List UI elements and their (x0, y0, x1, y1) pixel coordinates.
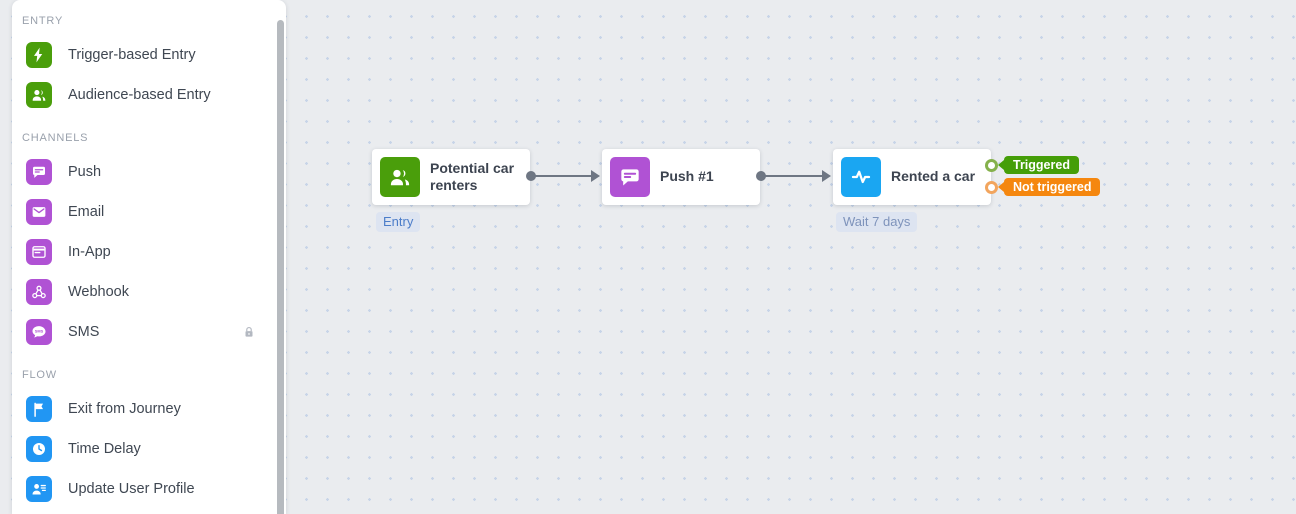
edge-output-dot[interactable] (526, 171, 536, 181)
node-title: Push #1 (660, 168, 714, 185)
bolt-icon (26, 42, 52, 68)
inapp-icon (26, 239, 52, 265)
sidebar-item-label: Email (68, 204, 105, 220)
push-chat-icon (610, 157, 650, 197)
lock-icon (242, 325, 256, 339)
node-title: Potential car renters (430, 159, 515, 194)
sidebar-item-update-user-profile[interactable]: Update User Profile (12, 469, 286, 509)
webhook-icon (26, 279, 52, 305)
sidebar-item-push[interactable]: Push (12, 152, 286, 192)
component-palette-sidebar: ENTRY Trigger-based Entry Audience-based… (12, 0, 286, 514)
sidebar-item-label: Audience-based Entry (68, 87, 211, 103)
sidebar-item-label: Push (68, 164, 102, 180)
sidebar-item-in-app[interactable]: In-App (12, 232, 286, 272)
edge-output-dot[interactable] (756, 171, 766, 181)
user-edit-icon (26, 476, 52, 502)
node-push-1[interactable]: Push #1 (602, 149, 760, 205)
port-triggered[interactable] (985, 159, 998, 172)
sms-icon: SMS (26, 319, 52, 345)
svg-text:SMS: SMS (35, 329, 44, 334)
entry-tag: Entry (376, 212, 421, 232)
node-rented-a-car[interactable]: Rented a car (833, 149, 991, 205)
node-title: Rented a car (891, 168, 976, 185)
section-header-channels: CHANNELS (22, 132, 89, 144)
clock-icon (26, 436, 52, 462)
sidebar-item-trigger-based-entry[interactable]: Trigger-based Entry (12, 35, 286, 75)
sidebar-item-email[interactable]: Email (12, 192, 286, 232)
sidebar-item-label: SMS (68, 324, 100, 340)
activity-icon (841, 157, 881, 197)
sidebar-item-label: Update User Profile (68, 481, 195, 497)
section-header-entry: ENTRY (22, 15, 64, 27)
edge-arrowhead-icon (822, 170, 831, 182)
edge-arrowhead-icon (591, 170, 600, 182)
audience-icon (26, 82, 52, 108)
sidebar-item-label: In-App (68, 244, 111, 260)
audience-icon (380, 157, 420, 197)
node-potential-car-renters[interactable]: Potential car renters (372, 149, 530, 205)
section-entry: ENTRY Trigger-based Entry Audience-based… (12, 0, 286, 115)
not-triggered-branch-badge[interactable]: Not triggered (997, 178, 1101, 196)
section-header-flow: FLOW (22, 369, 57, 381)
sidebar-item-sms[interactable]: SMS SMS (12, 312, 286, 352)
sidebar-scrollbar[interactable] (277, 20, 284, 514)
edge-connector-line (761, 175, 822, 177)
triggered-branch-badge[interactable]: Triggered (998, 156, 1079, 174)
sidebar-item-time-delay[interactable]: Time Delay (12, 429, 286, 469)
sidebar-item-audience-based-entry[interactable]: Audience-based Entry (12, 75, 286, 115)
sidebar-item-exit-from-journey[interactable]: Exit from Journey (12, 389, 286, 429)
section-flow: FLOW Exit from Journey Time Delay (12, 352, 286, 509)
sidebar-item-label: Trigger-based Entry (68, 47, 196, 63)
edge-connector-line (531, 175, 592, 177)
wait-tag: Wait 7 days (836, 212, 918, 232)
sidebar-item-label: Webhook (68, 284, 129, 300)
flag-icon (26, 396, 52, 422)
sidebar-item-label: Time Delay (68, 441, 141, 457)
sidebar-item-webhook[interactable]: Webhook (12, 272, 286, 312)
sidebar-item-label: Exit from Journey (68, 401, 181, 417)
section-channels: CHANNELS Push Email (12, 115, 286, 352)
push-chat-icon (26, 159, 52, 185)
email-icon (26, 199, 52, 225)
port-not-triggered[interactable] (985, 181, 998, 194)
